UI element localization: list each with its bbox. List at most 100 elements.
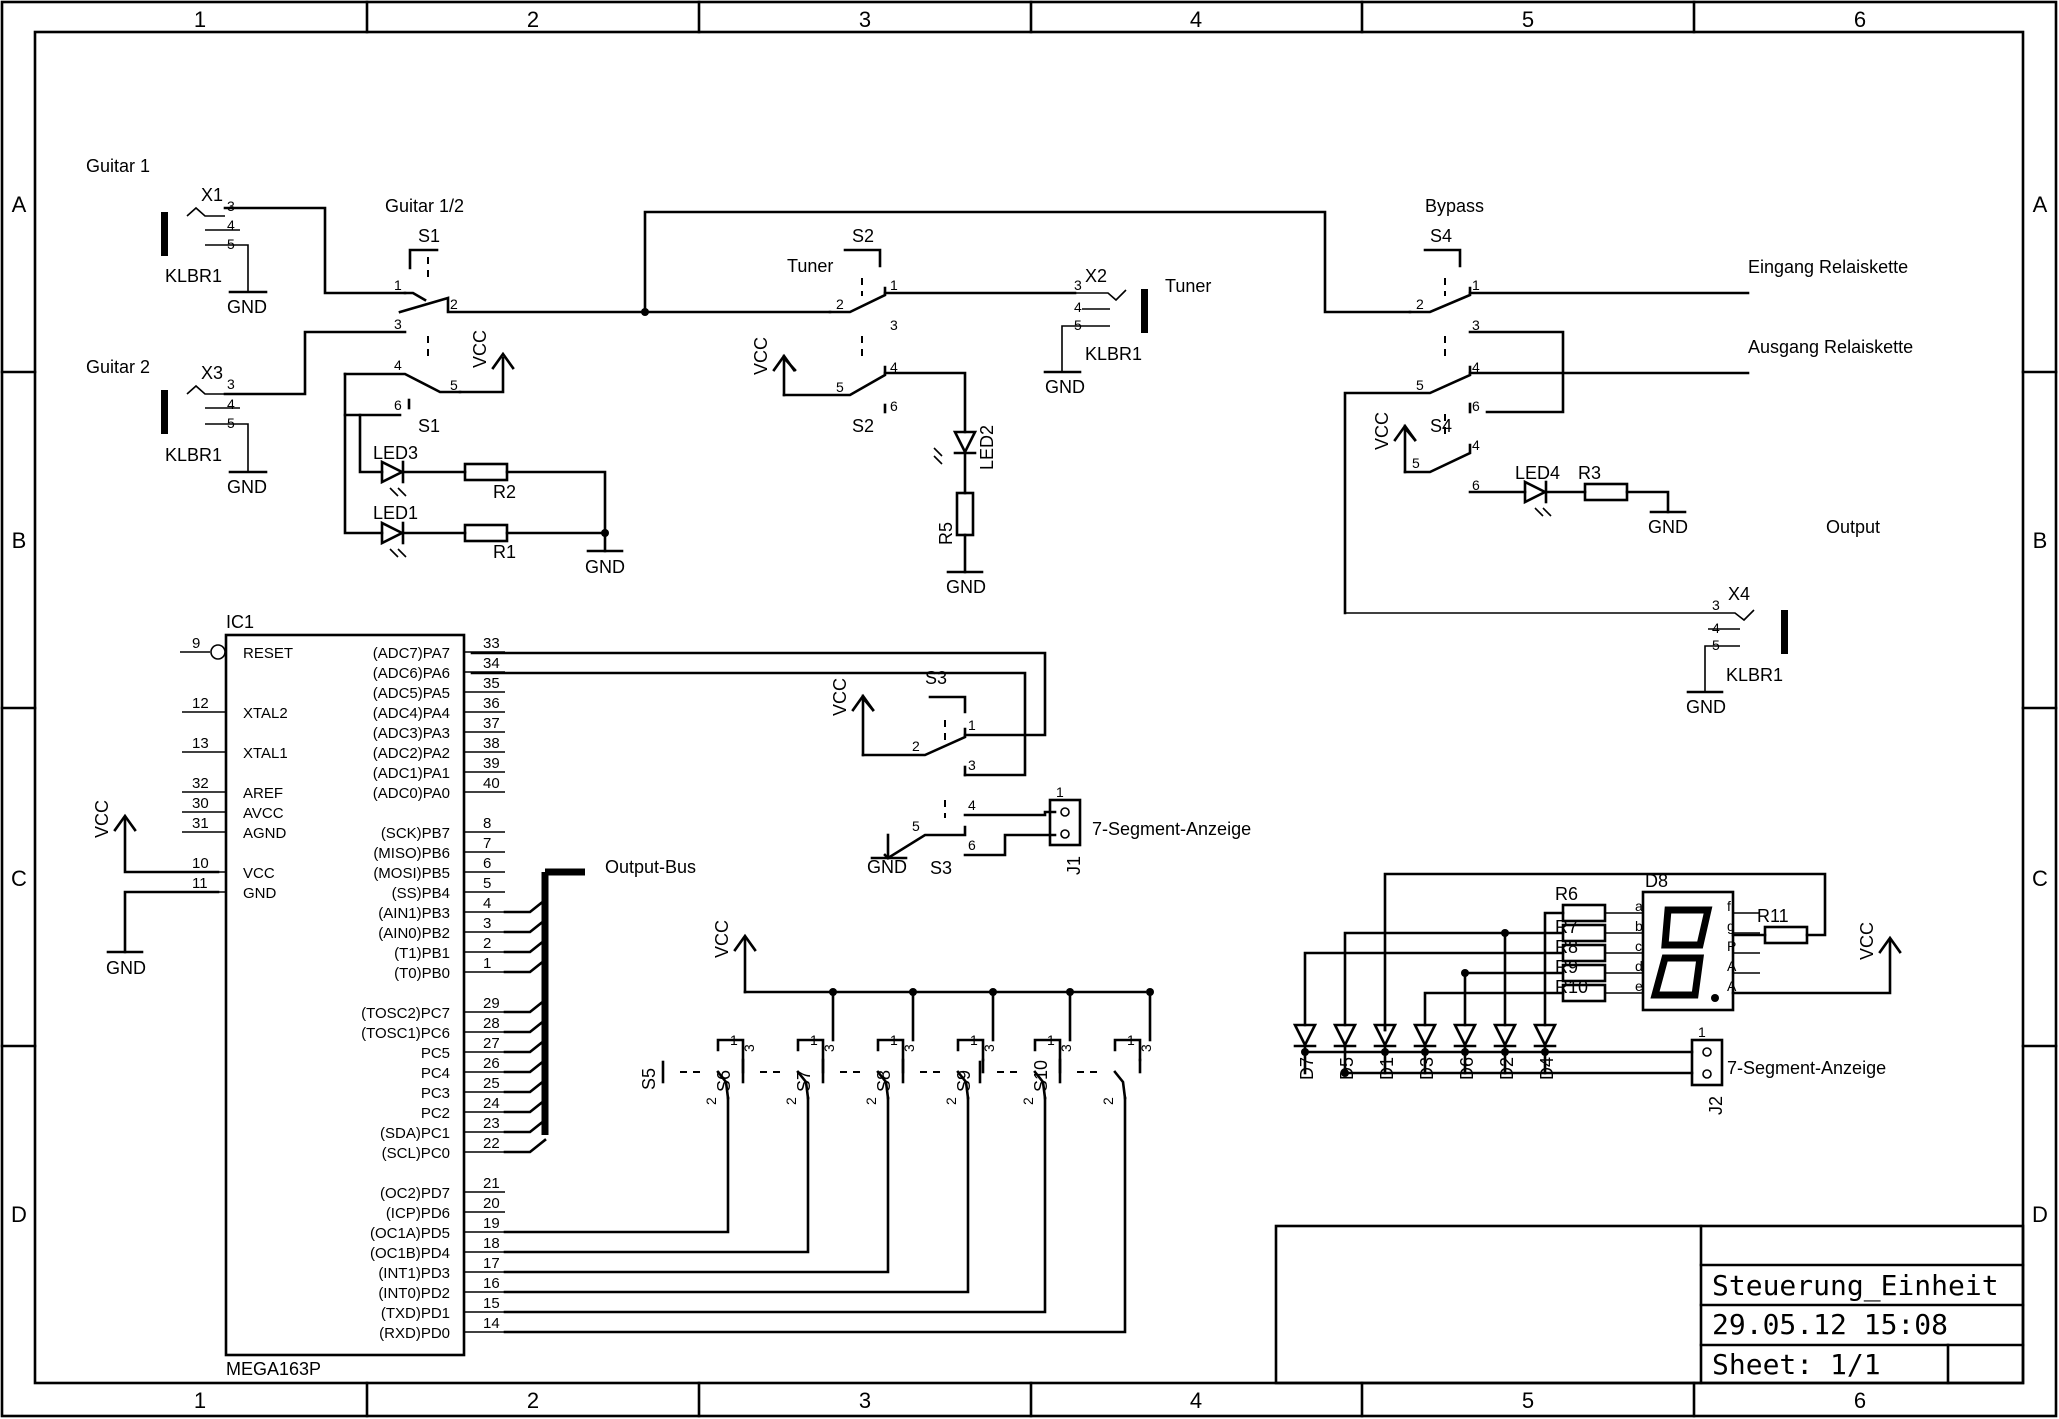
ic-right-pin-number: 24 — [483, 1095, 500, 1112]
bus-entry — [503, 1058, 547, 1074]
ic-right-pin-name: (ADC1)PA1 — [373, 765, 450, 782]
vcc-s1: VCC — [470, 330, 490, 368]
col-label-2-bottom: 2 — [527, 1388, 539, 1413]
pin-num: 2 — [912, 738, 920, 754]
pin-num: 2 — [783, 1097, 799, 1105]
diode-body — [1412, 1023, 1438, 1048]
pin-num: 5 — [1712, 637, 1720, 653]
pin-num: 4 — [1472, 437, 1480, 453]
row-label-a-right: A — [2033, 192, 2048, 217]
ic-right-pin-name: (SCK)PB7 — [381, 825, 450, 842]
ic-right-pin-number: 19 — [483, 1215, 500, 1232]
pin-num: 1 — [890, 277, 898, 293]
ic-right-pin-number: 15 — [483, 1295, 500, 1312]
pin-num: 1 — [1472, 277, 1480, 293]
pin-num: 6 — [1472, 398, 1480, 414]
junction — [1341, 1069, 1349, 1077]
label-ausgang: Ausgang Relaiskette — [1748, 337, 1913, 357]
diode-body — [1292, 1023, 1318, 1048]
pin-num: 4 — [1712, 620, 1720, 636]
vcc-s3: VCC — [830, 678, 850, 716]
ic-right-pin-number: 39 — [483, 755, 500, 772]
label-r2: R2 — [493, 482, 516, 502]
output-bus: Output-Bus — [541, 857, 696, 1135]
col-label-2: 2 — [527, 7, 539, 32]
ic-left-pin-number: 10 — [192, 855, 209, 872]
label-ic-part: MEGA163P — [226, 1359, 321, 1379]
ic-right-pin-name: (ADC5)PA5 — [373, 685, 450, 702]
label-r1: R1 — [493, 542, 516, 562]
label-s5: S5 — [639, 1068, 659, 1090]
label-led3: LED3 — [373, 443, 418, 463]
ic-right-pin-number: 8 — [483, 815, 491, 832]
label-x3: X3 — [201, 363, 223, 383]
ic-right-pin-number: 33 — [483, 635, 500, 652]
pin-num: 4 — [1074, 299, 1082, 315]
ic-left-pin-name: XTAL1 — [243, 745, 288, 762]
junction — [1146, 988, 1154, 996]
ic-right-pin-number: 20 — [483, 1195, 500, 1212]
label-r3: R3 — [1578, 463, 1601, 483]
pushbutton-contact — [1113, 1038, 1142, 1062]
ic-right-pin-name: PC2 — [421, 1105, 450, 1122]
pin-num: 1 — [1127, 1032, 1135, 1048]
pin-num: 4 — [890, 359, 898, 375]
label-d5: D5 — [1337, 1057, 1357, 1080]
label-r5: R5 — [936, 522, 956, 545]
label-s7: S7 — [794, 1070, 814, 1092]
col-label-1-bottom: 1 — [194, 1388, 206, 1413]
diode-wire — [1423, 991, 1565, 1027]
pin-num: 3 — [1712, 597, 1720, 613]
ic-right-pin-number: 22 — [483, 1135, 500, 1152]
pushbutton-lever — [956, 1070, 970, 1100]
title-name: Steuerung_Einheit — [1712, 1269, 1999, 1303]
pd-wire — [503, 1096, 1127, 1334]
pin-num: 2 — [1100, 1097, 1116, 1105]
pushbutton-contact — [716, 1038, 745, 1062]
junction — [989, 988, 997, 996]
label-j2: J2 — [1706, 1096, 1726, 1115]
ic-right-pin-name: (RXD)PD0 — [379, 1325, 450, 1342]
seg-pin-letter: a — [1635, 898, 1643, 914]
ic-right-pin-name: (ADC0)PA0 — [373, 785, 450, 802]
ic1-mega163p: IC1 MEGA163P 9RESET12XTAL213XTAL132AREF3… — [92, 612, 1127, 1379]
col-label-4-bottom: 4 — [1190, 1388, 1202, 1413]
pin-num: 2 — [1416, 296, 1424, 312]
pin-num: 2 — [450, 296, 458, 312]
label-eingang: Eingang Relaiskette — [1748, 257, 1908, 277]
ic-right-pin-number: 16 — [483, 1275, 500, 1292]
pin-num: 6 — [968, 837, 976, 853]
bus-entry — [503, 898, 547, 914]
label-s9: S9 — [954, 1070, 974, 1092]
label-s8: S8 — [874, 1070, 894, 1092]
gnd-x3: GND — [227, 477, 267, 497]
label-bypass: Bypass — [1425, 196, 1484, 216]
bus-entry — [503, 1018, 547, 1034]
ic-left-pin-name: RESET — [243, 645, 293, 662]
label-s2-bottom: S2 — [852, 416, 874, 436]
diode-wire — [1543, 911, 1565, 1027]
col-label-6-bottom: 6 — [1854, 1388, 1866, 1413]
bus-entry — [503, 1138, 547, 1154]
pin-num: 5 — [1412, 455, 1420, 471]
col-label-1: 1 — [194, 7, 206, 32]
ic-right-pin-name: (ICP)PD6 — [386, 1205, 450, 1222]
ic-right-pin-number: 21 — [483, 1175, 500, 1192]
ic-right-pin-name: PC4 — [421, 1065, 450, 1082]
seg-pin-letter: b — [1635, 918, 1643, 934]
label-x1: X1 — [201, 185, 223, 205]
pushbutton-lever — [796, 1070, 810, 1100]
seg-pin-letter: c — [1635, 938, 1642, 954]
row-label-d-right: D — [2032, 1202, 2048, 1227]
diode-body — [1452, 1023, 1478, 1048]
switch-s2: S2 Tuner 2 1 3 VCC 5 4 6 S2 LED2 R5 GND — [751, 226, 1077, 597]
pushbutton-contact — [1033, 1038, 1062, 1062]
ic-left-pin-name: XTAL2 — [243, 705, 288, 722]
ic-right-pin-name: (TOSC1)PC6 — [361, 1025, 450, 1042]
bus-entry — [503, 938, 547, 954]
label-s4-bottom: S4 — [1430, 416, 1452, 436]
pin-num: 4 — [968, 797, 976, 813]
